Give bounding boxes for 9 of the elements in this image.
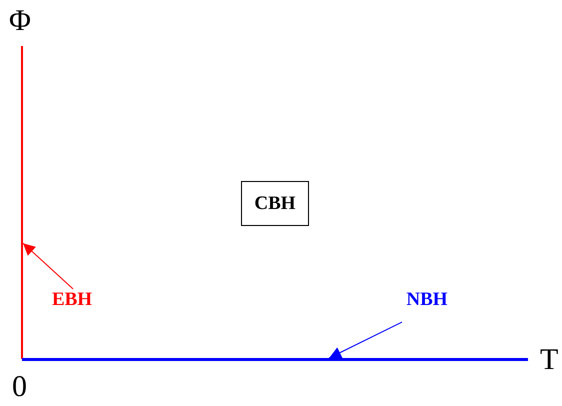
leader-arrow <box>22 242 74 290</box>
axis-label: Φ <box>9 6 31 36</box>
phase-label: EBH <box>52 289 92 311</box>
state-box <box>241 181 309 226</box>
origin-label: 0 <box>12 372 27 402</box>
phase-label: NBH <box>406 289 448 311</box>
axis-label: T <box>540 345 558 375</box>
state-name: CBH <box>254 192 296 214</box>
leader-arrow <box>328 322 403 358</box>
